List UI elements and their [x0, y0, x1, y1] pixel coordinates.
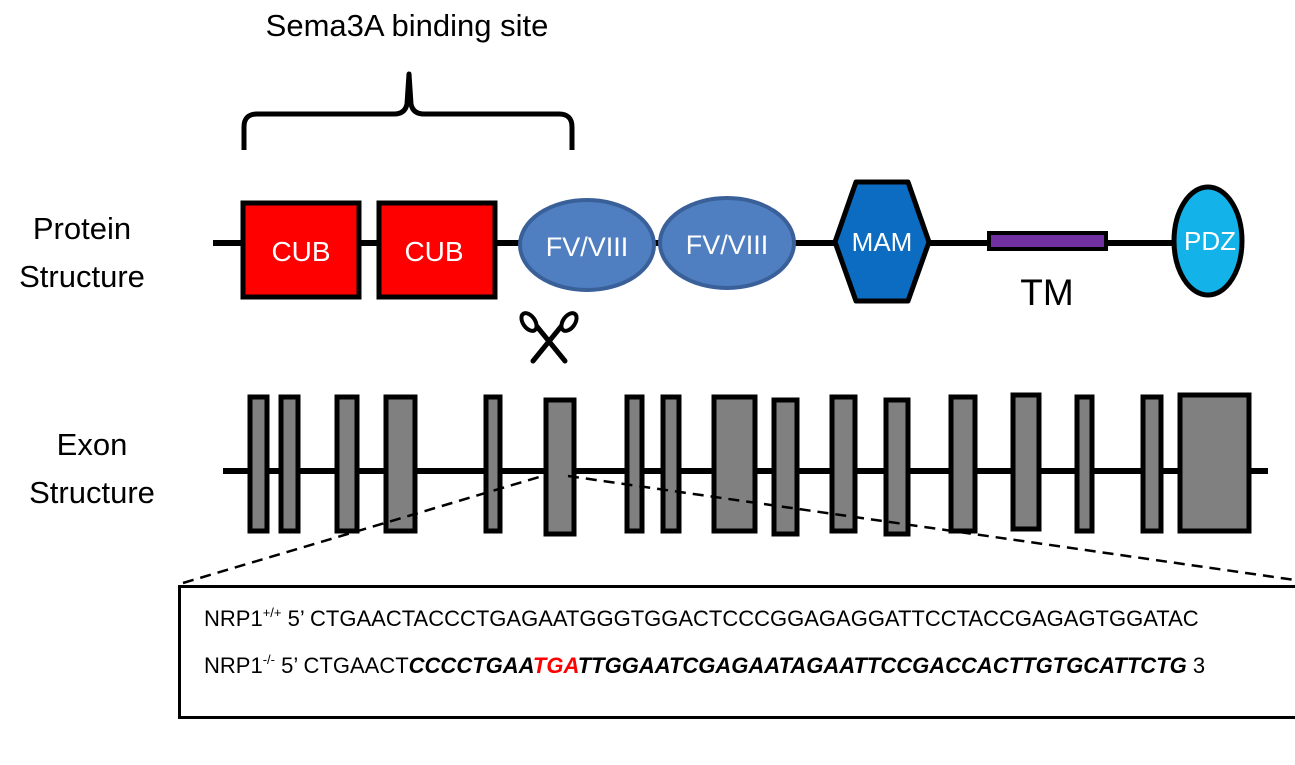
ko-mutant-seq-after: TTGGAATCGAGAATAGAATTCCGACCACTTGTGCATTCTG [577, 653, 1187, 678]
ko-sequence-line: NRP1-/- 5’ CTGAACTCCCCTGAATGATTGGAATCGAG… [204, 653, 1205, 679]
exon-11 [829, 394, 858, 534]
protein-label-line2: Structure [19, 259, 145, 294]
exon-13 [948, 394, 978, 534]
mam-domain [832, 179, 932, 304]
protein-label-line1: Protein [33, 211, 131, 246]
binding-site-title: Sema3A binding site [266, 8, 549, 43]
exon-14 [1010, 392, 1042, 532]
exon-4 [383, 394, 418, 534]
wt-genotype: +/+ [262, 605, 282, 620]
cub-domain-1 [240, 200, 362, 300]
exon-7 [624, 394, 645, 534]
wt-gene: NRP1 [204, 606, 263, 631]
fv-domain-2-label: FV/VIII [686, 230, 769, 260]
exon-label-line2: Structure [29, 475, 155, 510]
tm-domain [987, 231, 1108, 251]
cub-domain-2 [376, 200, 498, 300]
exon-group [247, 392, 1252, 537]
wt-sequence: CTGAACTACCCTGAGAATGGGTGGACTCCCGGAGAGGATT… [310, 606, 1199, 631]
exon-6 [543, 397, 577, 537]
cub-domain-1-label: CUB [271, 236, 330, 267]
tm-domain-label: TM [1020, 272, 1073, 313]
exon-3 [334, 394, 360, 534]
ko-mutant-seq-before: CCCCTGAA [408, 653, 533, 678]
exon-2 [278, 394, 301, 534]
exon-16 [1140, 394, 1164, 534]
ko-end-prime: 3 [1192, 653, 1206, 678]
pdz-domain-label: PDZ [1184, 226, 1236, 256]
ko-stop-codon: TGA [532, 653, 578, 678]
exon-8 [660, 394, 682, 534]
fv-domain-1 [518, 198, 656, 292]
exon-1 [247, 394, 270, 534]
ko-genotype: -/- [262, 652, 275, 667]
pdz-domain [1171, 184, 1245, 298]
cub-domain-2-label: CUB [404, 236, 463, 267]
ko-gene: NRP1 [204, 653, 263, 678]
fv-domain-2 [658, 196, 796, 290]
exon-9 [711, 394, 758, 534]
exon-12 [883, 397, 911, 537]
exon-17 [1177, 392, 1252, 534]
exon-5 [483, 394, 503, 534]
wt-sequence-line: NRP1+/+ 5’ CTGAACTACCCTGAGAATGGGTGGACTCC… [204, 606, 1199, 632]
scissors-icon [519, 311, 579, 364]
binding-site-brace [241, 71, 575, 150]
exon-label-line1: Exon [57, 427, 128, 462]
ko-prefix: CTGAACT [303, 653, 409, 678]
wt-prime: 5’ [287, 606, 304, 631]
exon-10 [771, 397, 800, 537]
mam-domain-label: MAM [852, 227, 913, 257]
sequence-box: NRP1+/+ 5’ CTGAACTACCCTGAGAATGGGTGGACTCC… [178, 585, 1295, 719]
zoom-line-left [182, 473, 547, 585]
ko-prime: 5’ [281, 653, 298, 678]
exon-15 [1074, 394, 1095, 534]
fv-domain-1-label: FV/VIII [546, 232, 629, 262]
zoom-line-right [567, 474, 1295, 582]
